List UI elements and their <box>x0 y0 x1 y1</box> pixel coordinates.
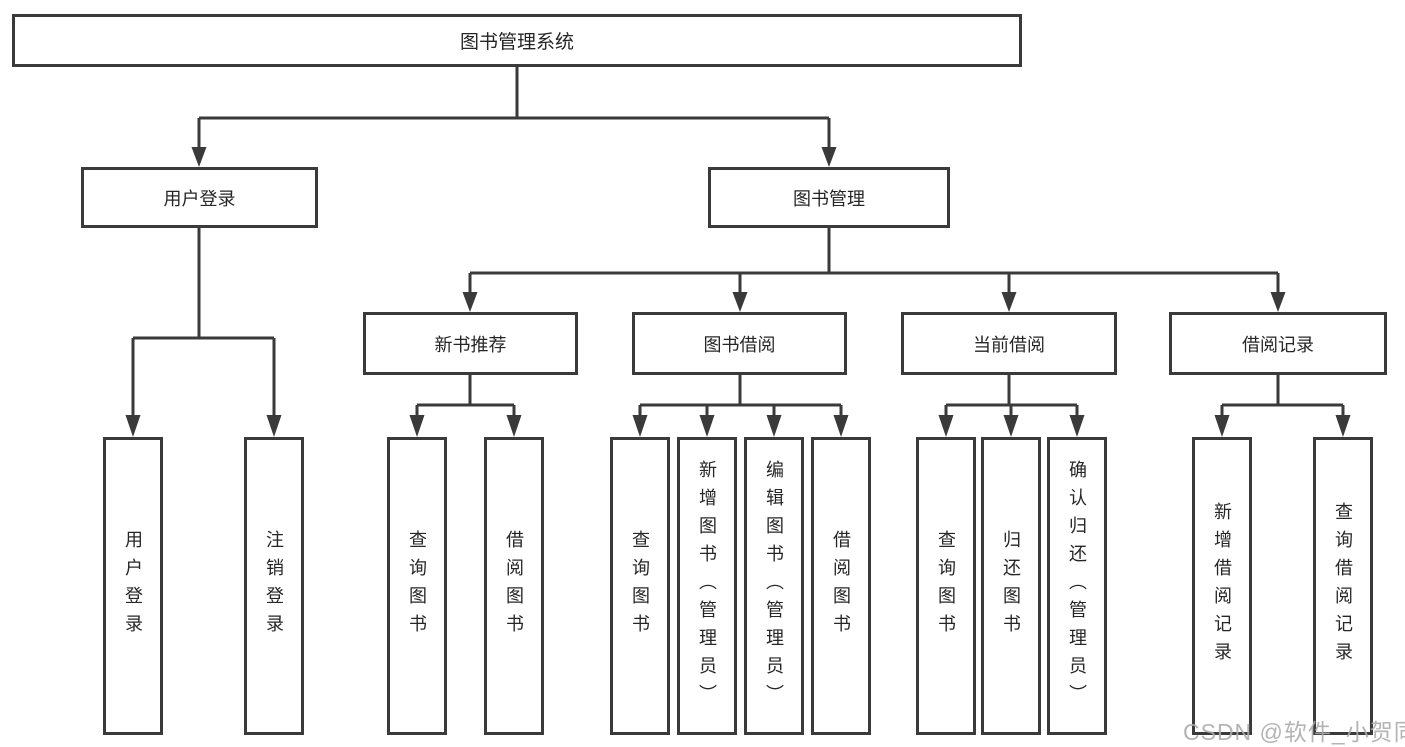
leaf-query-books-borrow-label: 查询图书 <box>630 530 650 642</box>
leaf-user-login: 用户登录 <box>103 437 163 735</box>
leaf-confirm-return-admin: 确认归还（管理员） <box>1047 437 1107 735</box>
leaf-query-books-current-label: 查询图书 <box>936 530 956 642</box>
arrow-icon <box>699 415 715 437</box>
arrow-icon <box>125 415 141 437</box>
arrow-icon <box>462 292 478 312</box>
node-root-label: 图书管理系统 <box>459 32 574 53</box>
arrow-icon <box>1003 415 1019 437</box>
arrow-icon <box>1335 415 1351 437</box>
connector-book-borrow <box>638 375 843 419</box>
arrow-icon <box>1270 292 1286 312</box>
leaf-logout-label: 注销登录 <box>264 530 284 642</box>
node-book-borrow-label: 图书借阅 <box>703 334 776 355</box>
arrow-icon <box>821 147 837 167</box>
node-book-management-label: 图书管理 <box>793 188 865 209</box>
leaf-borrow-books-borrow-label: 借阅图书 <box>831 530 851 642</box>
arrow-icon <box>732 292 748 312</box>
node-book-management: 图书管理 <box>708 167 950 228</box>
arrow-icon <box>1001 292 1017 312</box>
node-book-borrow: 图书借阅 <box>632 312 847 375</box>
leaf-user-login-label: 用户登录 <box>123 530 143 642</box>
arrow-icon <box>1069 415 1085 437</box>
arrow-icon <box>191 147 207 167</box>
leaf-add-book-admin-label: 新增图书（管理员） <box>697 460 717 712</box>
arrow-icon <box>766 415 782 437</box>
node-current-borrow-label: 当前借阅 <box>973 334 1045 355</box>
leaf-logout: 注销登录 <box>244 437 304 735</box>
node-user-login: 用户登录 <box>81 167 318 228</box>
node-user-login-label: 用户登录 <box>163 188 236 209</box>
leaf-query-borrow-record: 查询借阅记录 <box>1313 437 1373 735</box>
node-new-book-recommend-label: 新书推荐 <box>434 334 507 355</box>
connector-new-book-recommend <box>415 375 516 419</box>
leaf-add-borrow-record-label: 新增借阅记录 <box>1212 502 1232 670</box>
leaf-query-books-recommend-label: 查询图书 <box>407 530 427 642</box>
arrowheads <box>125 147 1351 437</box>
node-current-borrow: 当前借阅 <box>901 312 1117 375</box>
connector-user-login <box>131 228 276 419</box>
arrow-icon <box>833 415 849 437</box>
leaf-edit-book-admin: 编辑图书（管理员） <box>744 437 804 735</box>
arrow-icon <box>1214 415 1230 437</box>
arrow-icon <box>938 415 954 437</box>
csdn-watermark: CSDN @软件_小贺同学 <box>1183 719 1405 745</box>
leaf-borrow-books-recommend-label: 借阅图书 <box>504 530 524 642</box>
leaf-return-book-label: 归还图书 <box>1001 530 1021 642</box>
arrow-icon <box>506 415 522 437</box>
node-root: 图书管理系统 <box>12 14 1022 67</box>
leaf-borrow-books-recommend: 借阅图书 <box>484 437 544 735</box>
leaf-return-book: 归还图书 <box>981 437 1041 735</box>
connector-book-management <box>468 228 1280 294</box>
leaf-add-borrow-record: 新增借阅记录 <box>1192 437 1252 735</box>
leaf-add-book-admin: 新增图书（管理员） <box>677 437 737 735</box>
arrow-icon <box>409 415 425 437</box>
arrow-icon <box>632 415 648 437</box>
arrow-icon <box>266 415 282 437</box>
leaf-edit-book-admin-label: 编辑图书（管理员） <box>764 460 784 712</box>
connector-root <box>197 67 831 150</box>
leaf-borrow-books-borrow: 借阅图书 <box>811 437 871 735</box>
leaf-query-borrow-record-label: 查询借阅记录 <box>1333 502 1353 670</box>
connector-borrow-records <box>1220 375 1345 419</box>
leaf-confirm-return-admin-label: 确认归还（管理员） <box>1067 460 1087 712</box>
node-borrow-records-label: 借阅记录 <box>1242 334 1314 355</box>
leaf-query-books-borrow: 查询图书 <box>610 437 670 735</box>
connector-current-borrow <box>944 375 1079 419</box>
leaf-query-books-recommend: 查询图书 <box>387 437 447 735</box>
node-borrow-records: 借阅记录 <box>1169 312 1387 375</box>
leaf-query-books-current: 查询图书 <box>916 437 976 735</box>
node-new-book-recommend: 新书推荐 <box>363 312 578 375</box>
